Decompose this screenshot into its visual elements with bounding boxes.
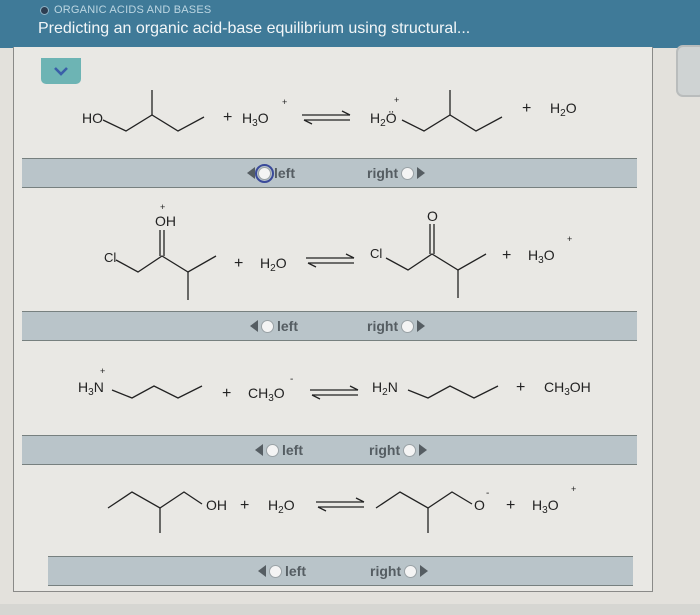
answer-bar-2: left right xyxy=(22,311,637,341)
plus-sign: + xyxy=(222,385,231,402)
answer-bar-3: left right xyxy=(22,435,637,465)
equilibrium-arrow-icon xyxy=(302,110,351,125)
right-label: right xyxy=(370,563,402,579)
hydroxyl-label: OH xyxy=(155,213,176,229)
radio-left-2[interactable] xyxy=(261,319,274,333)
left-arrow-icon xyxy=(255,444,263,456)
reaction-3-equation: H3N + + CH3O - H2N + CH3OH xyxy=(78,366,591,404)
hydronium-label: H3O xyxy=(242,110,269,129)
radio-left-3[interactable] xyxy=(266,443,279,457)
right-arrow-icon xyxy=(417,320,426,332)
option-right-4[interactable]: right xyxy=(370,563,429,579)
carbonyl-oxygen-label: O xyxy=(427,208,438,224)
methanol-label: CH3OH xyxy=(544,379,591,398)
reactant-1-label: HO xyxy=(82,110,103,126)
page-title: Predicting an organic acid-base equilibr… xyxy=(38,20,471,37)
alkoxide-label: O xyxy=(474,497,485,513)
option-left-2[interactable]: left xyxy=(250,318,298,334)
charge: + xyxy=(282,97,287,107)
charge: - xyxy=(290,374,293,385)
left-arrow-icon xyxy=(250,320,258,332)
left-arrow-icon xyxy=(258,565,266,577)
reaction-1-equation: HO + H3O + H2Ö + + H2O xyxy=(82,90,577,132)
methoxide-label: CH3O xyxy=(248,385,285,404)
charge: - xyxy=(486,488,489,499)
equilibrium-arrow-icon xyxy=(316,497,365,512)
charge: + xyxy=(567,234,572,244)
right-arrow-icon xyxy=(420,565,429,577)
radio-right-4[interactable] xyxy=(404,564,418,578)
water-label: H2O xyxy=(268,497,295,516)
option-left-3[interactable]: left xyxy=(255,442,303,458)
radio-right-1[interactable] xyxy=(401,166,415,180)
chlorine-label: Cl xyxy=(370,246,382,261)
left-label: left xyxy=(282,442,303,458)
option-right-2[interactable]: right xyxy=(367,318,426,334)
radio-left-1[interactable] xyxy=(255,163,274,183)
option-left-1[interactable]: left xyxy=(247,163,295,183)
option-left-4[interactable]: left xyxy=(258,563,306,579)
right-label: right xyxy=(367,318,399,334)
product-1-label: H2Ö xyxy=(370,109,397,129)
header-bar: ORGANIC ACIDS AND BASES Predicting an or… xyxy=(0,0,700,48)
charge: + xyxy=(571,484,576,494)
equilibrium-arrow-icon xyxy=(310,385,359,400)
water-label: H2O xyxy=(260,255,287,274)
right-label: right xyxy=(369,442,401,458)
radio-right-3[interactable] xyxy=(403,443,417,457)
equilibrium-arrow-icon xyxy=(306,253,355,268)
bottom-edge xyxy=(0,604,700,615)
radio-right-2[interactable] xyxy=(401,319,415,333)
amine-label: H2N xyxy=(372,379,398,398)
plus-sign: + xyxy=(240,497,249,514)
ammonium-label: H3N xyxy=(78,379,104,398)
chevron-down-icon xyxy=(54,67,68,76)
topic-text: ORGANIC ACIDS AND BASES xyxy=(54,4,212,16)
topic-label: ORGANIC ACIDS AND BASES xyxy=(40,4,211,16)
left-arrow-icon xyxy=(247,167,255,179)
reaction-2-equation: Cl OH + + H2O Cl O + H3O + xyxy=(104,202,572,300)
plus-sign: + xyxy=(502,247,511,264)
charge: + xyxy=(160,202,165,212)
option-right-1[interactable]: right xyxy=(367,165,426,181)
water-label: H2O xyxy=(550,100,577,119)
hydroxyl-label: OH xyxy=(206,497,227,513)
charge: + xyxy=(100,366,105,376)
topic-status-icon xyxy=(40,5,49,15)
plus-sign: + xyxy=(223,109,232,126)
left-label: left xyxy=(274,165,295,181)
charge: + xyxy=(394,95,399,105)
right-label: right xyxy=(367,165,399,181)
right-arrow-icon xyxy=(419,444,428,456)
option-right-3[interactable]: right xyxy=(369,442,428,458)
plus-sign: + xyxy=(234,255,243,272)
plus-sign: + xyxy=(522,100,531,117)
chlorine-label: Cl xyxy=(104,250,116,265)
left-label: left xyxy=(285,563,306,579)
radio-left-4[interactable] xyxy=(269,564,282,578)
collapse-button[interactable] xyxy=(41,58,81,84)
answer-bar-4: left right xyxy=(48,556,633,586)
right-arrow-icon xyxy=(417,167,426,179)
plus-sign: + xyxy=(516,379,525,396)
plus-sign: + xyxy=(506,497,515,514)
hydronium-label: H3O xyxy=(528,247,555,266)
hydronium-label: H3O xyxy=(532,497,559,516)
side-panel-button[interactable] xyxy=(676,45,700,97)
left-label: left xyxy=(277,318,298,334)
reaction-4-equation: OH + H2O O - + H3O + xyxy=(107,484,576,533)
answer-bar-1: left right xyxy=(22,158,637,188)
